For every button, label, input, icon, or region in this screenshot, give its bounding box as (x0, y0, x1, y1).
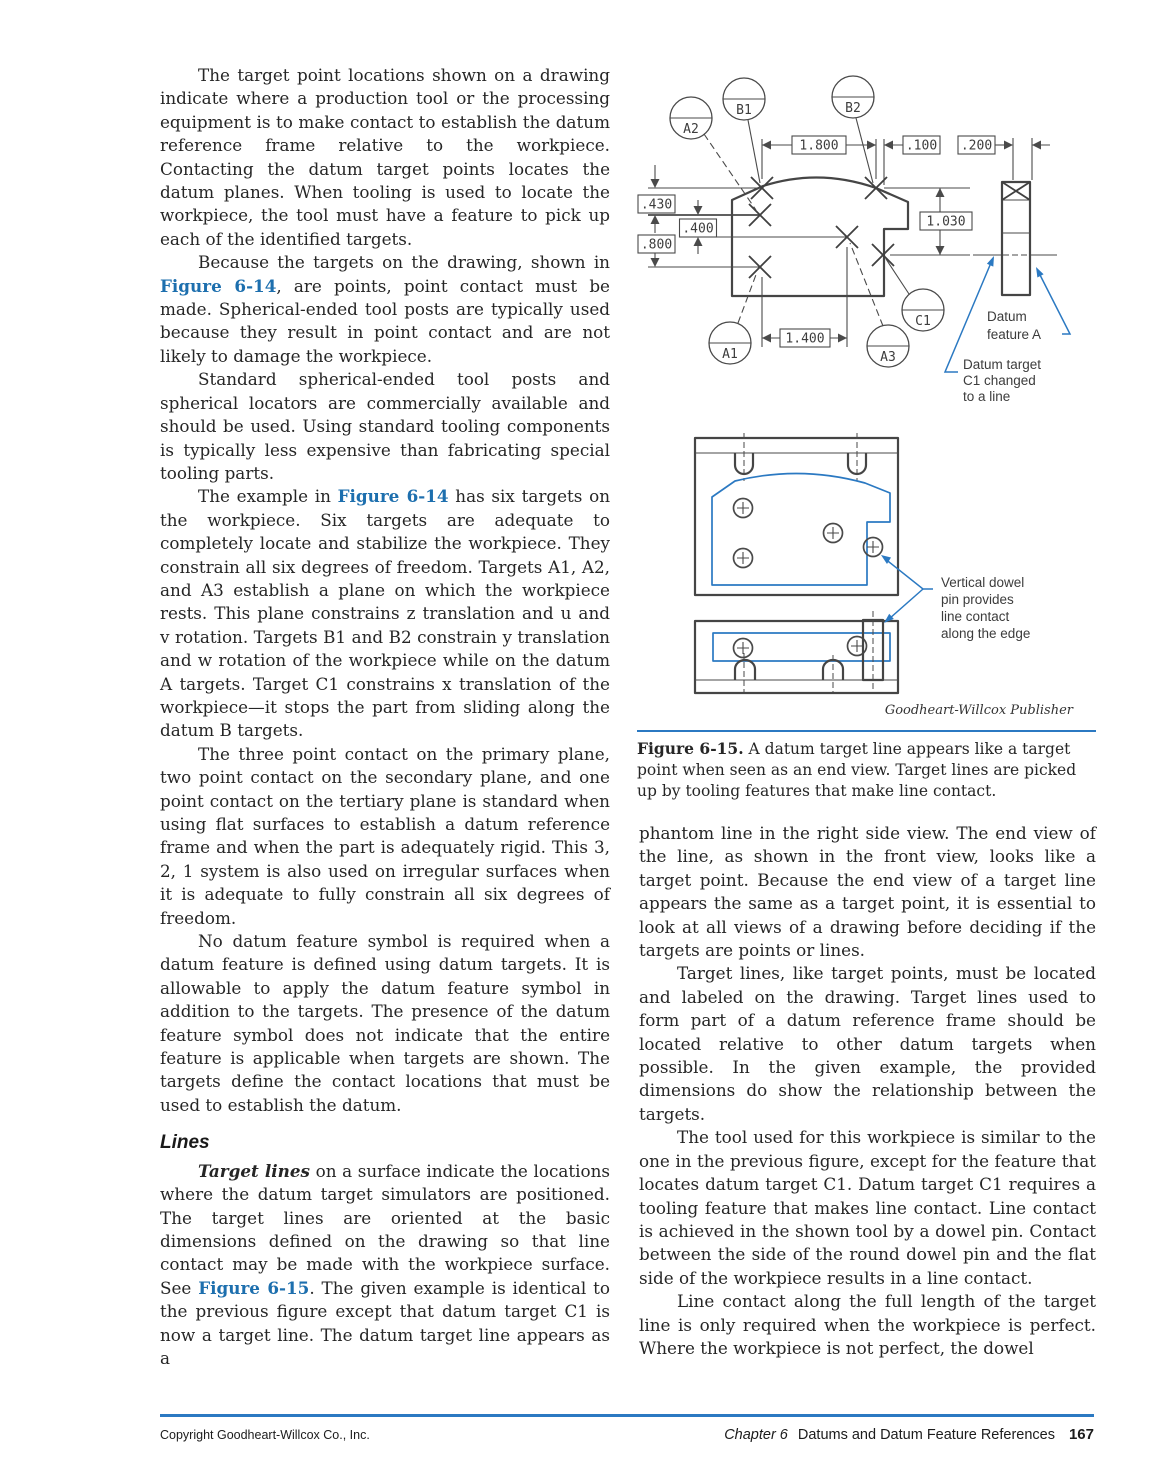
spherical-locator (732, 497, 754, 519)
dim-200: .200 (961, 139, 992, 154)
svg-text:pin provides: pin provides (941, 592, 1014, 607)
dim-430: .430 (641, 198, 672, 213)
figure-6-15-link[interactable]: Figure 6-15 (198, 1277, 310, 1298)
svg-text:to a line: to a line (963, 389, 1010, 404)
dowel-pin-top-view (862, 536, 884, 558)
text-run: has six targets on the workpiece. Six ta… (160, 486, 611, 741)
spherical-locator (822, 522, 844, 544)
workpiece-outline-blue (711, 472, 891, 586)
paragraph: No datum feature symbol is required when… (160, 931, 610, 1115)
left-column: The target point locations shown on a dr… (160, 64, 610, 1370)
svg-text:Datum: Datum (987, 309, 1027, 324)
svg-text:along the edge: along the edge (941, 626, 1030, 641)
footer-rule (160, 1414, 1094, 1417)
paragraph: The target point locations shown on a dr… (160, 65, 610, 249)
svg-text:B1: B1 (736, 103, 752, 118)
callout-datum-feature-a: Datum feature A (987, 267, 1072, 342)
paragraph: The three point contact on the primary p… (160, 743, 610, 928)
copyright-text: Copyright Goodheart-Willcox Co., Inc. (160, 1428, 370, 1442)
svg-text:Vertical dowel: Vertical dowel (941, 575, 1024, 590)
svg-text:feature A: feature A (987, 327, 1041, 342)
datum-target-balloon-b1: B1 (722, 77, 766, 184)
svg-text:line contact: line contact (941, 609, 1010, 624)
svg-text:C1 changed: C1 changed (963, 373, 1036, 388)
datum-target-balloon-a3: A3 (849, 242, 910, 368)
text-run: , are points, point contact must be made… (160, 275, 610, 366)
callout-datum-target-c1: Datum target C1 changed to a line (943, 256, 1041, 404)
svg-text:C1: C1 (915, 314, 931, 329)
tool-post (733, 658, 757, 680)
text-run: on a surface indicate the locations wher… (160, 1160, 610, 1298)
chapter-label: Chapter 6 (724, 1427, 788, 1443)
spherical-locator (732, 637, 754, 659)
target-point-a3 (835, 225, 859, 249)
right-column: phantom line in the right side view. The… (639, 822, 1096, 1360)
svg-text:Datum target: Datum target (963, 357, 1041, 372)
datum-target-balloon-c1: C1 (885, 258, 945, 332)
spherical-locator (846, 635, 868, 657)
target-point-b1 (750, 176, 774, 200)
datum-target-balloon-a1: A1 (708, 271, 758, 365)
dim-1400: 1.400 (785, 332, 824, 347)
chapter-title: Datums and Datum Feature References (797, 1427, 1055, 1443)
spherical-locator (732, 547, 754, 569)
target-point-a2 (748, 203, 772, 227)
dim-1030: 1.030 (926, 215, 965, 230)
dim-400: .400 (682, 222, 713, 237)
svg-text:B2: B2 (845, 101, 861, 116)
section-heading-lines: Lines (160, 1132, 210, 1154)
side-view-datum-feature-a (973, 180, 1057, 297)
figure-6-14-link[interactable]: Figure 6-14 (337, 486, 449, 507)
datum-target-balloon-a2: A2 (669, 96, 757, 211)
paragraph: Standard spherical-ended tool posts and … (160, 369, 610, 483)
svg-text:A2: A2 (683, 122, 699, 137)
figure-6-15-drawing: 1.800 .100 .200 .430 .400 .800 1.030 1.4… (637, 75, 1072, 404)
target-point-c1 (871, 243, 895, 267)
tool-front-view (693, 611, 900, 695)
dim-100: .100 (906, 139, 937, 154)
figure-6-14-link[interactable]: Figure 6-14 (160, 275, 277, 296)
workpiece-outline (730, 176, 910, 298)
svg-text:A3: A3 (880, 350, 896, 365)
paragraph: phantom line in the right side view. The… (639, 823, 1096, 961)
datum-target-balloon-b2: B2 (831, 75, 875, 184)
paragraph: Target lines on a surface indicate the l… (160, 1160, 610, 1371)
text-run: Because the targets on the drawing, show… (198, 252, 610, 273)
paragraph: The tool used for this workpiece is simi… (639, 1127, 1096, 1288)
paragraph: The example in Figure 6-14 has six targe… (160, 485, 610, 742)
text-run: . The given example is identical to the … (160, 1277, 610, 1368)
dim-800: .800 (641, 238, 672, 253)
target-point-a1 (748, 255, 772, 279)
svg-text:A1: A1 (722, 347, 738, 362)
paragraph: Because the targets on the drawing, show… (160, 251, 610, 368)
paragraph: Line contact along the full length of th… (639, 1291, 1096, 1358)
text-run: The example in (198, 486, 338, 507)
workpiece-side-blue (712, 632, 891, 662)
term-target-lines: Target lines (198, 1160, 310, 1181)
tool-top-view (693, 433, 900, 597)
paragraph: Target lines, like target points, must b… (639, 963, 1096, 1124)
target-point-b2 (864, 176, 888, 200)
figure-caption-label: Figure 6-15. (637, 739, 744, 758)
dim-1800: 1.800 (799, 139, 838, 154)
chapter-info: Chapter 6 Datums and Datum Feature Refere… (724, 1426, 1094, 1443)
page-number: 167 (1068, 1426, 1094, 1443)
figure-caption-text: A datum target line appears like a targe… (637, 740, 1077, 800)
figure-credit: Goodheart-Willcox Publisher (885, 703, 1074, 718)
figure-6-15-tooling: Vertical dowel pin provides line contact… (693, 433, 1074, 718)
figure-caption: Figure 6-15. A datum target line appears… (637, 730, 1096, 802)
callout-vertical-dowel-pin: Vertical dowel pin provides line contact… (881, 555, 1030, 641)
